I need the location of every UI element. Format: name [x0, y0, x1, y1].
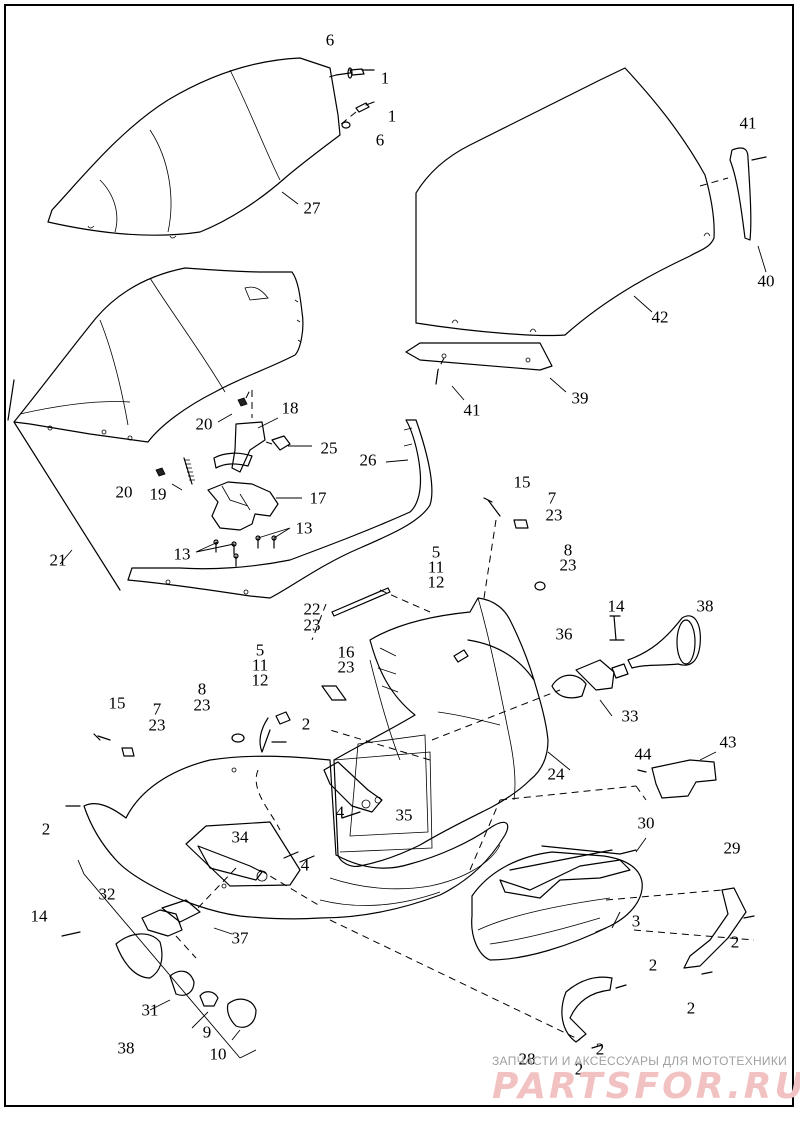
part-22-strip — [331, 587, 391, 617]
part-34-bracket — [185, 821, 301, 887]
callout-2: 2 — [301, 714, 311, 734]
part-16-clip — [321, 685, 347, 701]
callout-12: 12 — [427, 572, 445, 592]
part-24-outer-fairing — [333, 597, 549, 867]
callout-12: 12 — [251, 670, 269, 690]
part-42-windshield-tall — [415, 67, 729, 337]
callout-23: 23 — [148, 715, 166, 735]
callout-2: 2 — [41, 819, 51, 839]
callout-6: 6 — [375, 130, 385, 150]
callout-2: 2 — [574, 1059, 584, 1079]
callout-20: 20 — [195, 414, 213, 434]
part-43-clip — [637, 759, 717, 799]
callout-44: 44 — [634, 744, 652, 764]
callout-13: 13 — [173, 544, 191, 564]
part-26-bracket — [127, 419, 433, 599]
callout-3: 3 — [631, 911, 641, 931]
callout-4: 4 — [335, 802, 345, 822]
wiring — [255, 639, 535, 831]
callout-6: 6 — [325, 30, 335, 50]
callout-11: 11 — [251, 655, 269, 675]
callout-43: 43 — [719, 732, 737, 752]
callout-18: 18 — [281, 398, 299, 418]
callout-23: 23 — [545, 505, 563, 525]
callout-28: 28 — [518, 1049, 536, 1069]
callout-11: 11 — [427, 557, 445, 577]
callout-41: 41 — [739, 113, 757, 133]
callout-23: 23 — [193, 695, 211, 715]
part-28-bracket — [561, 976, 627, 1049]
turn-signal-left — [61, 899, 257, 1028]
hardware-1-6 — [325, 67, 375, 129]
part-35-bracket — [323, 761, 383, 819]
callout-1: 1 — [380, 68, 390, 88]
callout-36: 36 — [555, 624, 573, 644]
callout-34: 34 — [231, 827, 249, 847]
callout-8: 8 — [563, 540, 573, 560]
callout-23: 23 — [303, 615, 321, 635]
callout-16: 16 — [337, 642, 355, 662]
callout-39: 39 — [571, 388, 589, 408]
part-29-bracket — [683, 887, 755, 975]
callout-19: 19 — [149, 484, 167, 504]
callout-4: 4 — [300, 855, 310, 875]
callout-41: 41 — [463, 400, 481, 420]
callout-38: 38 — [696, 596, 714, 616]
leader-lines — [59, 191, 767, 1059]
callout-23: 23 — [559, 555, 577, 575]
lower-fairing — [83, 755, 509, 920]
callout-8: 8 — [197, 679, 207, 699]
part-40-trim — [729, 147, 767, 241]
callout-40: 40 — [757, 271, 775, 291]
part-21-inner-fairing — [7, 267, 304, 591]
part-27-windshield-low — [47, 57, 341, 239]
callout-42: 42 — [651, 307, 669, 327]
callout-22: 22 — [303, 599, 321, 619]
callout-21: 21 — [49, 550, 67, 570]
callout-10: 10 — [209, 1044, 227, 1064]
turn-signal-right — [551, 615, 701, 699]
callout-35: 35 — [395, 805, 413, 825]
callout-20: 20 — [115, 482, 133, 502]
hardware-15-7 — [65, 497, 546, 863]
callout-15: 15 — [513, 472, 531, 492]
hardware-13 — [213, 535, 277, 567]
callout-38: 38 — [117, 1038, 135, 1058]
callout-31: 31 — [141, 1000, 159, 1020]
diagram-frame — [4, 4, 794, 1107]
assembly-lines — [175, 390, 755, 1041]
callout-32: 32 — [98, 884, 116, 904]
callout-15: 15 — [108, 693, 126, 713]
callout-37: 37 — [231, 928, 249, 948]
callout-2: 2 — [648, 955, 658, 975]
callout-5: 5 — [431, 542, 441, 562]
callout-14: 14 — [30, 906, 48, 926]
callout-17: 17 — [309, 488, 327, 508]
callout-24: 24 — [547, 764, 565, 784]
callout-30: 30 — [637, 813, 655, 833]
callout-33: 33 — [621, 706, 639, 726]
callout-13: 13 — [295, 518, 313, 538]
callout-2: 2 — [686, 998, 696, 1018]
callout-7: 7 — [152, 699, 162, 719]
callout-7: 7 — [547, 488, 557, 508]
callout-27: 27 — [303, 198, 321, 218]
watermark-logo: PARTSFOR.RU — [492, 1066, 800, 1107]
callout-23: 23 — [337, 657, 355, 677]
callout-9: 9 — [202, 1022, 212, 1042]
callout-25: 25 — [320, 438, 338, 458]
mechanism-17-18-19 — [155, 389, 291, 531]
callout-2: 2 — [730, 932, 740, 952]
hardware-14-right — [609, 615, 621, 641]
callout-29: 29 — [723, 838, 741, 858]
part-39-trim — [405, 342, 553, 385]
callout-5: 5 — [255, 640, 265, 660]
callout-26: 26 — [359, 450, 377, 470]
part-30-headlight — [471, 845, 643, 961]
callout-14: 14 — [607, 596, 625, 616]
watermark-caption: ЗАПЧАСТИ И АКСЕССУАРЫ ДЛЯ МОТОТЕХНИКИ — [492, 1054, 788, 1068]
callout-2: 2 — [595, 1039, 605, 1059]
callout-1: 1 — [387, 106, 397, 126]
